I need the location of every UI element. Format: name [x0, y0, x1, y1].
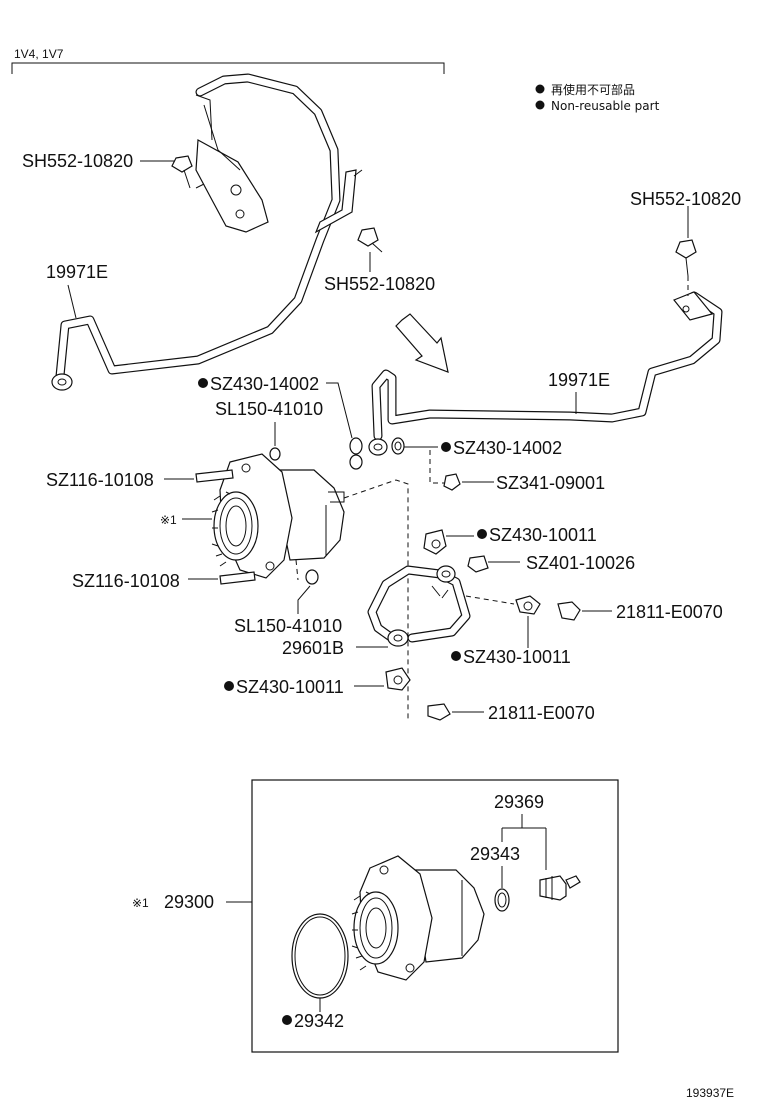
non-reusable-dot-icon	[224, 681, 234, 691]
ref-mark-2: ※1	[132, 896, 149, 910]
variant-label: 1V4, 1V7	[14, 47, 64, 61]
nut-icon	[305, 569, 319, 585]
gasket-ring	[391, 437, 405, 455]
stud-icon	[219, 571, 256, 585]
non-reusable-dot-icon	[451, 651, 461, 661]
pump-gear	[213, 491, 259, 561]
bolt-icon	[357, 227, 383, 253]
gasket-ring	[349, 437, 363, 455]
gasket-ring	[349, 454, 363, 470]
non-reusable-dot-icon	[477, 529, 487, 539]
vacuum-pump-upper	[211, 453, 345, 579]
tube-bracket	[195, 94, 363, 234]
bolt-icon	[171, 155, 193, 189]
non-reusable-dot-icon	[198, 378, 208, 388]
vacuum-tube-left	[51, 73, 341, 391]
oil-tube-29601b	[367, 565, 471, 647]
label-sh552-10820-c: SH552-10820	[630, 189, 741, 209]
union-bolt-icon	[557, 601, 581, 621]
label-sl150-41010-b: SL150-41010	[234, 616, 342, 636]
label-sl150-41010-a: SL150-41010	[215, 399, 323, 419]
label-sh552-10820-b: SH552-10820	[324, 274, 435, 294]
nut-icon	[269, 447, 281, 461]
label-sz430-14002-b: SZ430-14002	[453, 438, 562, 458]
label-sz430-10011-c: SZ430-10011	[236, 677, 344, 697]
legend-jp: 再使用不可部品	[551, 82, 635, 97]
union-bolt-icon	[443, 473, 461, 491]
label-29369: 29369	[494, 792, 544, 812]
variant-bracket	[11, 62, 445, 74]
clamp-icon	[423, 529, 447, 555]
label-sz116-10108-a: SZ116-10108	[46, 470, 154, 490]
clamp-icon	[385, 667, 411, 691]
vacuum-pump-lower	[351, 855, 485, 981]
bolt-icon	[675, 239, 697, 277]
banjo-eye	[436, 565, 456, 583]
stud-icon	[195, 469, 234, 483]
label-29343: 29343	[470, 844, 520, 864]
label-sz401-10026: SZ401-10026	[526, 553, 635, 573]
o-ring-small	[494, 888, 510, 912]
label-21811-e0070-a: 21811-E0070	[616, 602, 723, 622]
banjo-eye	[387, 629, 409, 647]
bolt-icon	[195, 183, 205, 189]
vacuum-tube-right	[368, 291, 723, 456]
label-sz430-10011-a: SZ430-10011	[489, 525, 597, 545]
label-29601b: 29601B	[282, 638, 344, 658]
pump-gear	[353, 891, 399, 965]
legend-dot-icon	[535, 100, 545, 110]
label-19971e-left: 19971E	[46, 262, 108, 282]
label-sz430-14002-a: SZ430-14002	[210, 374, 319, 394]
assembly-box	[251, 779, 619, 1053]
banjo-eye	[51, 373, 73, 391]
legend-en: Non-reusable part	[551, 99, 660, 113]
non-reusable-dot-icon	[441, 442, 451, 452]
label-29300: 29300	[164, 892, 214, 912]
label-29342: 29342	[294, 1011, 344, 1031]
tube-bracket-plate	[673, 291, 714, 321]
label-19971e-right: 19971E	[548, 370, 610, 390]
legend-dot-icon	[535, 84, 545, 94]
union-bolt-icon	[427, 703, 451, 721]
direction-arrow-icon	[395, 313, 449, 373]
union-bolt-icon	[467, 555, 489, 573]
clamp-icon	[515, 595, 541, 615]
o-ring-large	[291, 913, 349, 999]
banjo-eye	[368, 438, 388, 456]
label-sz116-10108-b: SZ116-10108	[72, 571, 180, 591]
figure-id: 193937E	[686, 1086, 734, 1100]
ref-mark-1: ※1	[160, 513, 177, 527]
label-sz341-09001: SZ341-09001	[496, 473, 605, 493]
label-sh552-10820-a: SH552-10820	[22, 151, 133, 171]
legend: 再使用不可部品 Non-reusable part	[535, 82, 660, 113]
label-sz430-10011-b: SZ430-10011	[463, 647, 571, 667]
label-21811-e0070-b: 21811-E0070	[488, 703, 595, 723]
non-reusable-dot-icon	[282, 1015, 292, 1025]
sensor-plug-icon	[539, 875, 581, 901]
